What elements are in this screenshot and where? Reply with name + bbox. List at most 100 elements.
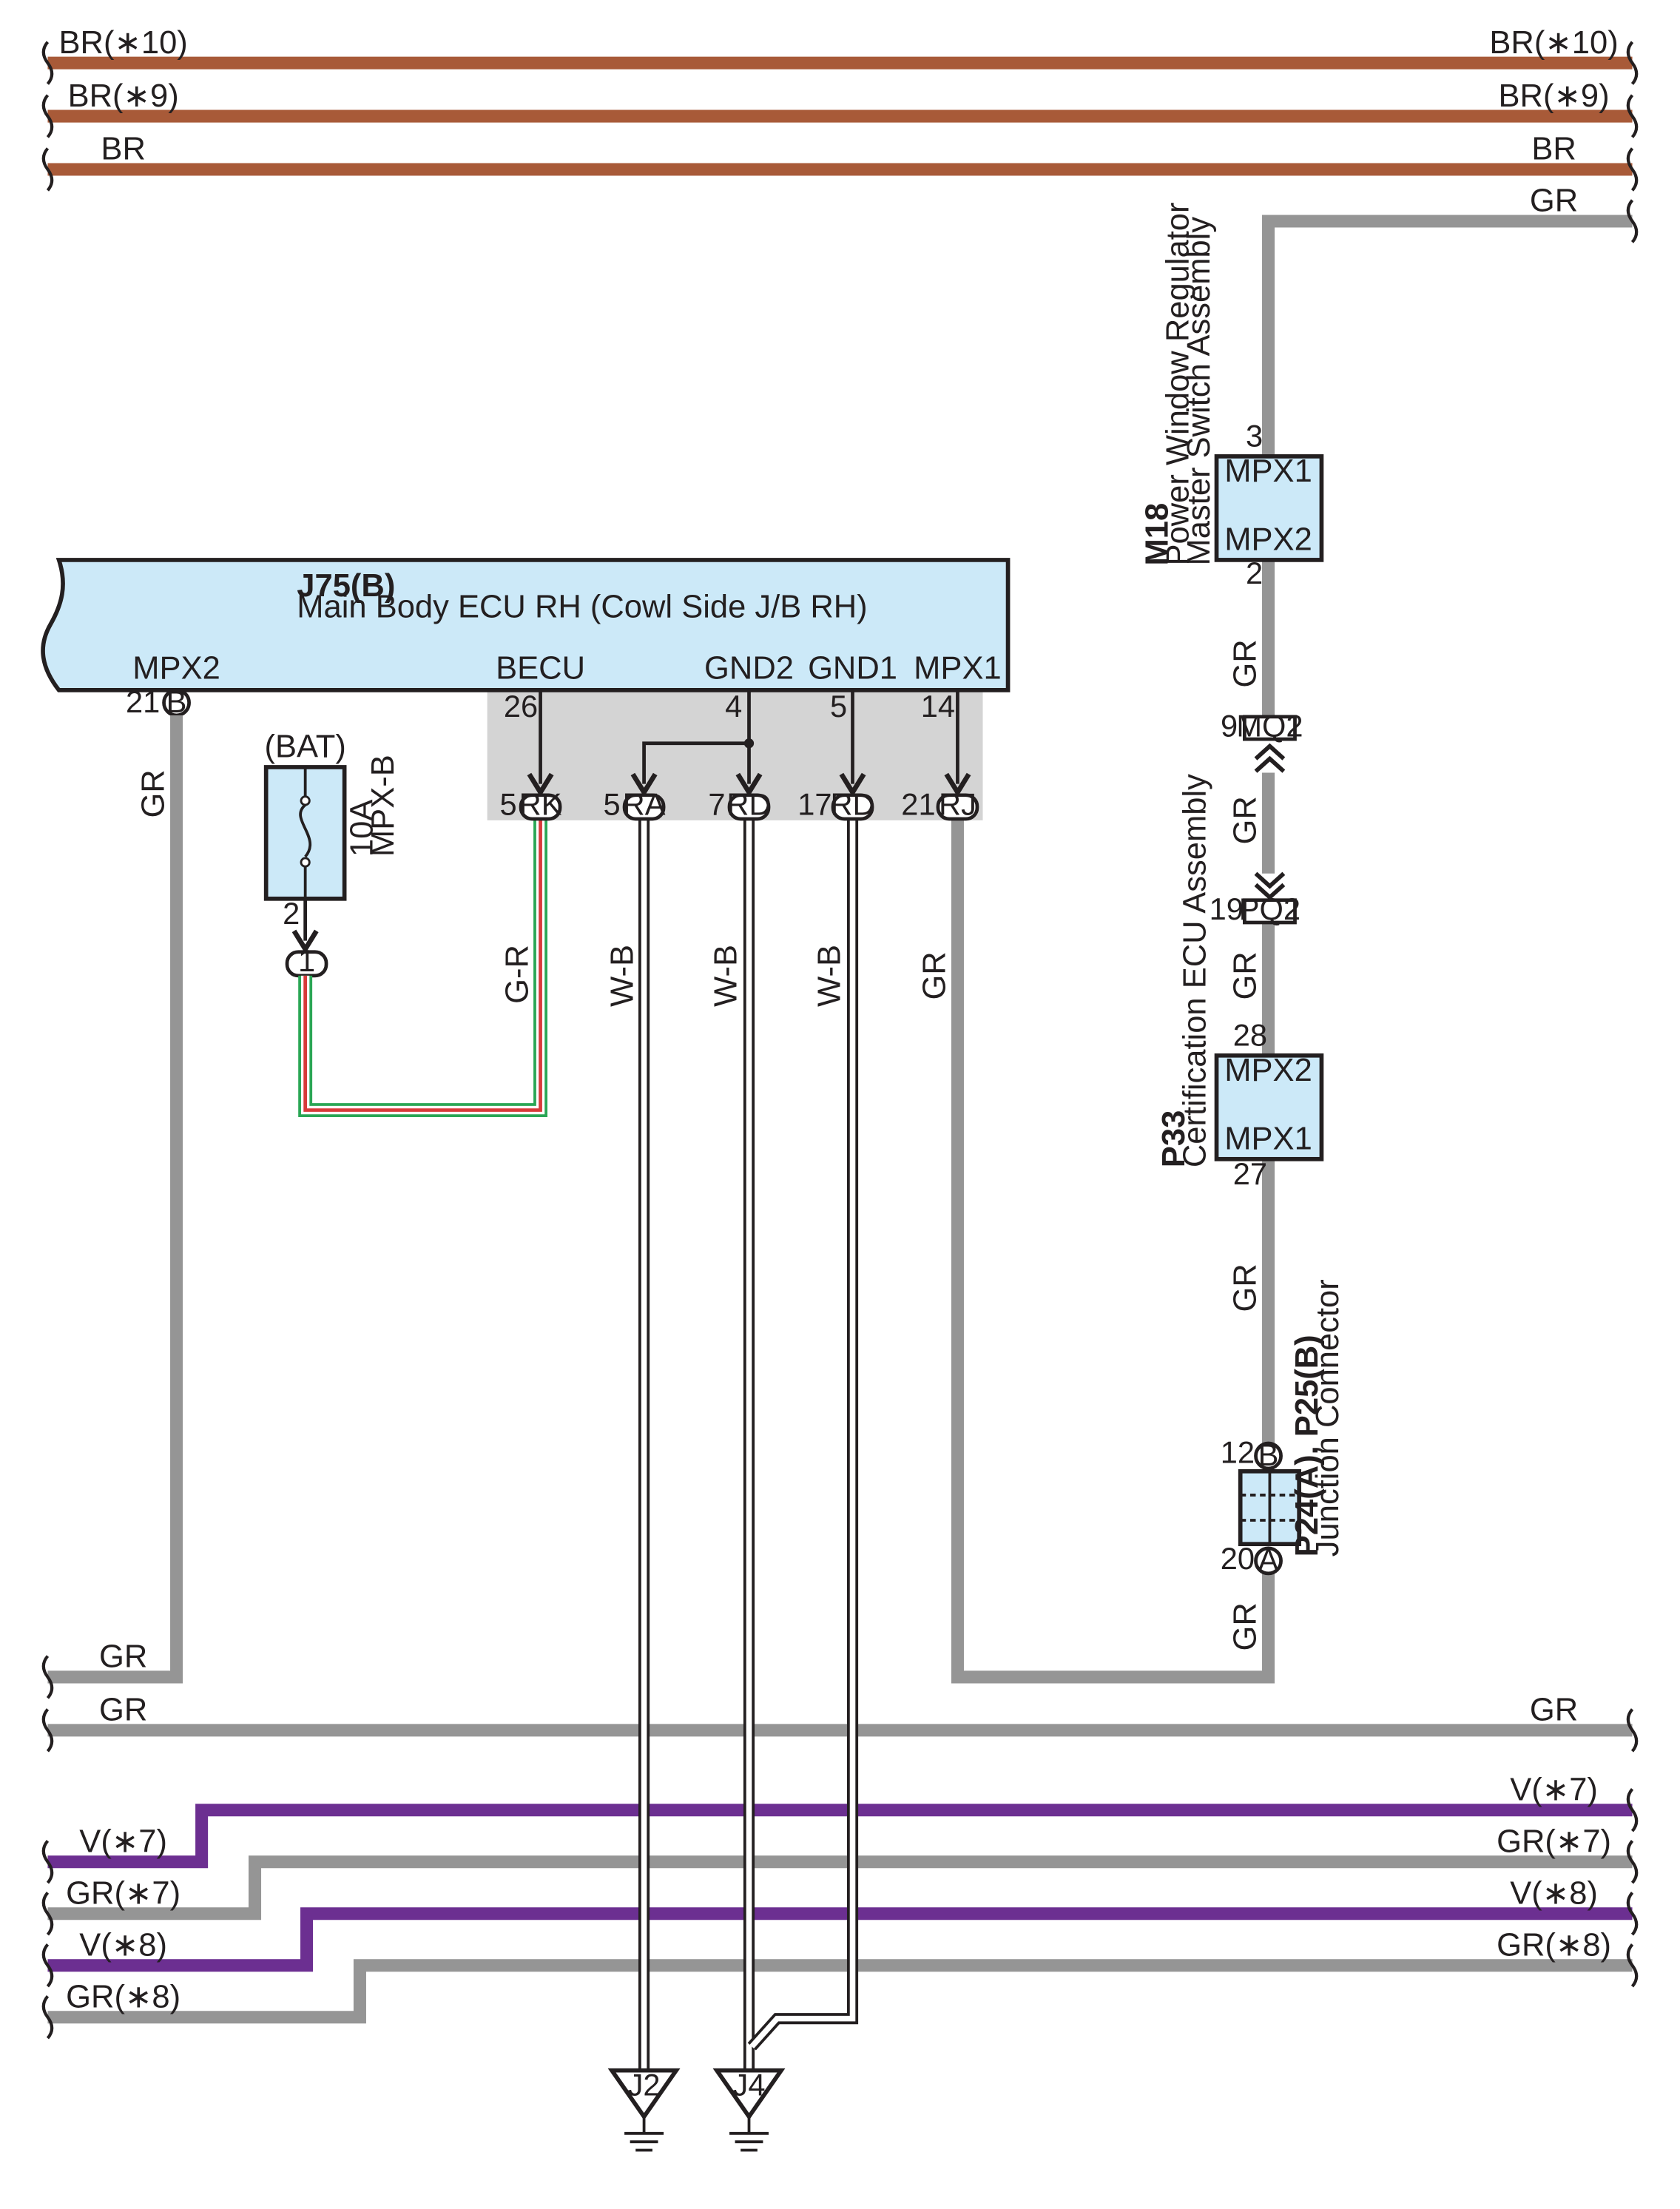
- bottom-wire-group: GR GR GR V(∗7) V(∗7) GR(∗7) GR(∗7) V(∗8)…: [47, 1639, 1633, 2024]
- pq2-male-chevron: [1254, 871, 1286, 900]
- connector-rk: [519, 793, 562, 821]
- pq2-pin: 19: [1210, 891, 1244, 926]
- top-wire-group: BR(∗10) BR(∗10) BR(∗9) BR(∗9) BR BR: [47, 25, 1633, 176]
- connector-rd17: [831, 793, 874, 821]
- ecu-internal-lines: [527, 689, 971, 797]
- bottom-gr7-label-right: GR(∗7): [1497, 1824, 1611, 1859]
- ecu-term-mpx1: MPX1: [914, 651, 1002, 687]
- junction-b-letter: B: [1258, 1437, 1279, 1472]
- ecu-pin-becu: 26: [504, 689, 538, 724]
- p33-component: MPX2 MPX1 28 27 P33 Certification ECU As…: [1156, 774, 1324, 1191]
- p33-pin-bottom: 27: [1233, 1156, 1267, 1191]
- connector-rd7: [727, 793, 771, 821]
- mq2-female-chevron: [1254, 743, 1286, 773]
- m18-component: MPX1 MPX2 3 2 M18 Power Window Regulator…: [1139, 202, 1324, 590]
- right-gray-wire: GR: [951, 183, 1633, 1684]
- g-r-wire: [298, 818, 548, 1118]
- connector-rj-label: RJ: [939, 786, 976, 821]
- ecu-term-becu: BECU: [496, 651, 585, 687]
- m18-term-top: MPX1: [1224, 453, 1312, 489]
- ground-j4-label: J4: [733, 2068, 766, 2102]
- bottom-gr-label-left-1: GR: [99, 1639, 147, 1675]
- connector-rk-label: RK: [519, 786, 562, 821]
- rd7-wire-label: W-B: [708, 945, 743, 1007]
- m18-box: [1214, 454, 1324, 562]
- p33-pin-top: 28: [1233, 1018, 1267, 1053]
- p33-id: P33: [1156, 1110, 1192, 1167]
- junction-pin-b: 12: [1221, 1434, 1255, 1469]
- connector-ra: [622, 793, 666, 821]
- pq2-connector: PQ2 19: [1210, 871, 1301, 926]
- wire-gr-8: [47, 1959, 1633, 2024]
- ra-wire-label: W-B: [604, 945, 640, 1007]
- fuse-element: [299, 803, 311, 858]
- wire-gr-7: [47, 1855, 1633, 1920]
- fuse-connector-label: 1: [298, 943, 315, 978]
- right-wire-labels: GR GR GR GR GR: [1228, 639, 1264, 1650]
- ecu-term-mpx2: MPX2: [132, 651, 220, 687]
- mq2-pin: 9: [1221, 708, 1238, 743]
- wire-br-9-label-right: BR(∗9): [1499, 78, 1610, 114]
- connector-rd17-label: RD: [830, 786, 874, 821]
- gr-wire-mpx2: [47, 715, 183, 1684]
- junction-name: Junction Connector: [1310, 1279, 1346, 1557]
- rj-wire-label: GR: [917, 951, 952, 999]
- mpx2-wire-label: GR: [136, 769, 172, 817]
- right-gr-label-3: GR: [1228, 951, 1264, 999]
- bottom-v7-label-left: V(∗7): [79, 1824, 167, 1859]
- p33-name: Certification ECU Assembly: [1177, 774, 1212, 1167]
- rd17-wire-label: W-B: [812, 945, 848, 1007]
- bottom-gr7-label-left: GR(∗7): [66, 1875, 181, 1911]
- w-b-wires: [638, 818, 859, 2078]
- ecu-term-gnd1: GND1: [808, 651, 897, 687]
- connector-ra-pin: 5: [603, 786, 620, 821]
- wire-v-8: [47, 1907, 1633, 1972]
- m18-pin-bottom: 2: [1246, 556, 1263, 590]
- bottom-v8-label-right: V(∗8): [1510, 1875, 1598, 1911]
- connector-rd7-label: RD: [726, 786, 771, 821]
- junction-a-letter: A: [1258, 1542, 1279, 1577]
- mq2-connector: MQ2 9: [1221, 708, 1303, 773]
- bottom-gr-label-left-2: GR: [99, 1693, 147, 1728]
- mq2-box: [1243, 715, 1297, 741]
- pq2-label: PQ2: [1239, 891, 1301, 926]
- m18-term-bottom: MPX2: [1224, 522, 1312, 558]
- ecu-id: J75(B): [297, 568, 395, 604]
- ground-j2-label: J2: [628, 2068, 661, 2102]
- fuse-pin: 2: [283, 896, 300, 931]
- inner-connectors: RK 5 RA 5 RD 7 RD 17 RJ 21: [499, 786, 979, 821]
- junction-connector: B A 12 20 P24(A), P25(B) Junction Connec…: [1221, 1279, 1346, 1577]
- fuse-source: (BAT): [264, 729, 345, 765]
- wire-br-10-label-right: BR(∗10): [1489, 25, 1618, 61]
- m18-pin-top: 3: [1246, 419, 1263, 453]
- ecu-pin-gnd2: 4: [725, 689, 742, 724]
- junction-pin-a: 20: [1221, 1541, 1255, 1576]
- fuse-mpx-b: (BAT) 10A MPX-B 2 1: [263, 729, 401, 978]
- connector-rk-pin: 5: [499, 786, 516, 821]
- ecu-pin-gnd1: 5: [830, 689, 847, 724]
- break-marks: [41, 41, 1639, 2040]
- bottom-v8-label-left: V(∗8): [79, 1927, 167, 1963]
- ground-j2: J2: [607, 2068, 681, 2152]
- bottom-gr-label-right-2: GR: [1530, 1693, 1578, 1728]
- ground-j4-triangle: [712, 2068, 786, 2121]
- right-gr-label-2: GR: [1228, 796, 1264, 844]
- connector-rd17-pin: 17: [797, 786, 831, 821]
- wire-br-10-label-left: BR(∗10): [59, 25, 188, 61]
- fuse-rating: 10A: [344, 800, 379, 857]
- bottom-gr8-label-right: GR(∗8): [1497, 1927, 1611, 1963]
- bottom-gr8-label-left: GR(∗8): [66, 1980, 181, 2015]
- m18-name-line2: Master Switch Assembly: [1181, 217, 1217, 566]
- connector-ra-label: RA: [623, 786, 666, 821]
- ecu-term-gnd2: GND2: [704, 651, 794, 687]
- m18-id: M18: [1139, 503, 1175, 566]
- mq2-label: MQ2: [1236, 708, 1303, 743]
- wire-br-label-left: BR: [101, 132, 145, 167]
- main-body-ecu: J75(B) Main Body ECU RH (Cowl Side J/B R…: [41, 558, 1011, 820]
- right-gr-label-5: GR: [1228, 1602, 1264, 1650]
- wire-v-7: [47, 1804, 1633, 1869]
- ecu-pin-mpx1: 14: [921, 689, 955, 724]
- ecu-body: [41, 558, 1011, 692]
- ground-j4: J4: [712, 2068, 786, 2152]
